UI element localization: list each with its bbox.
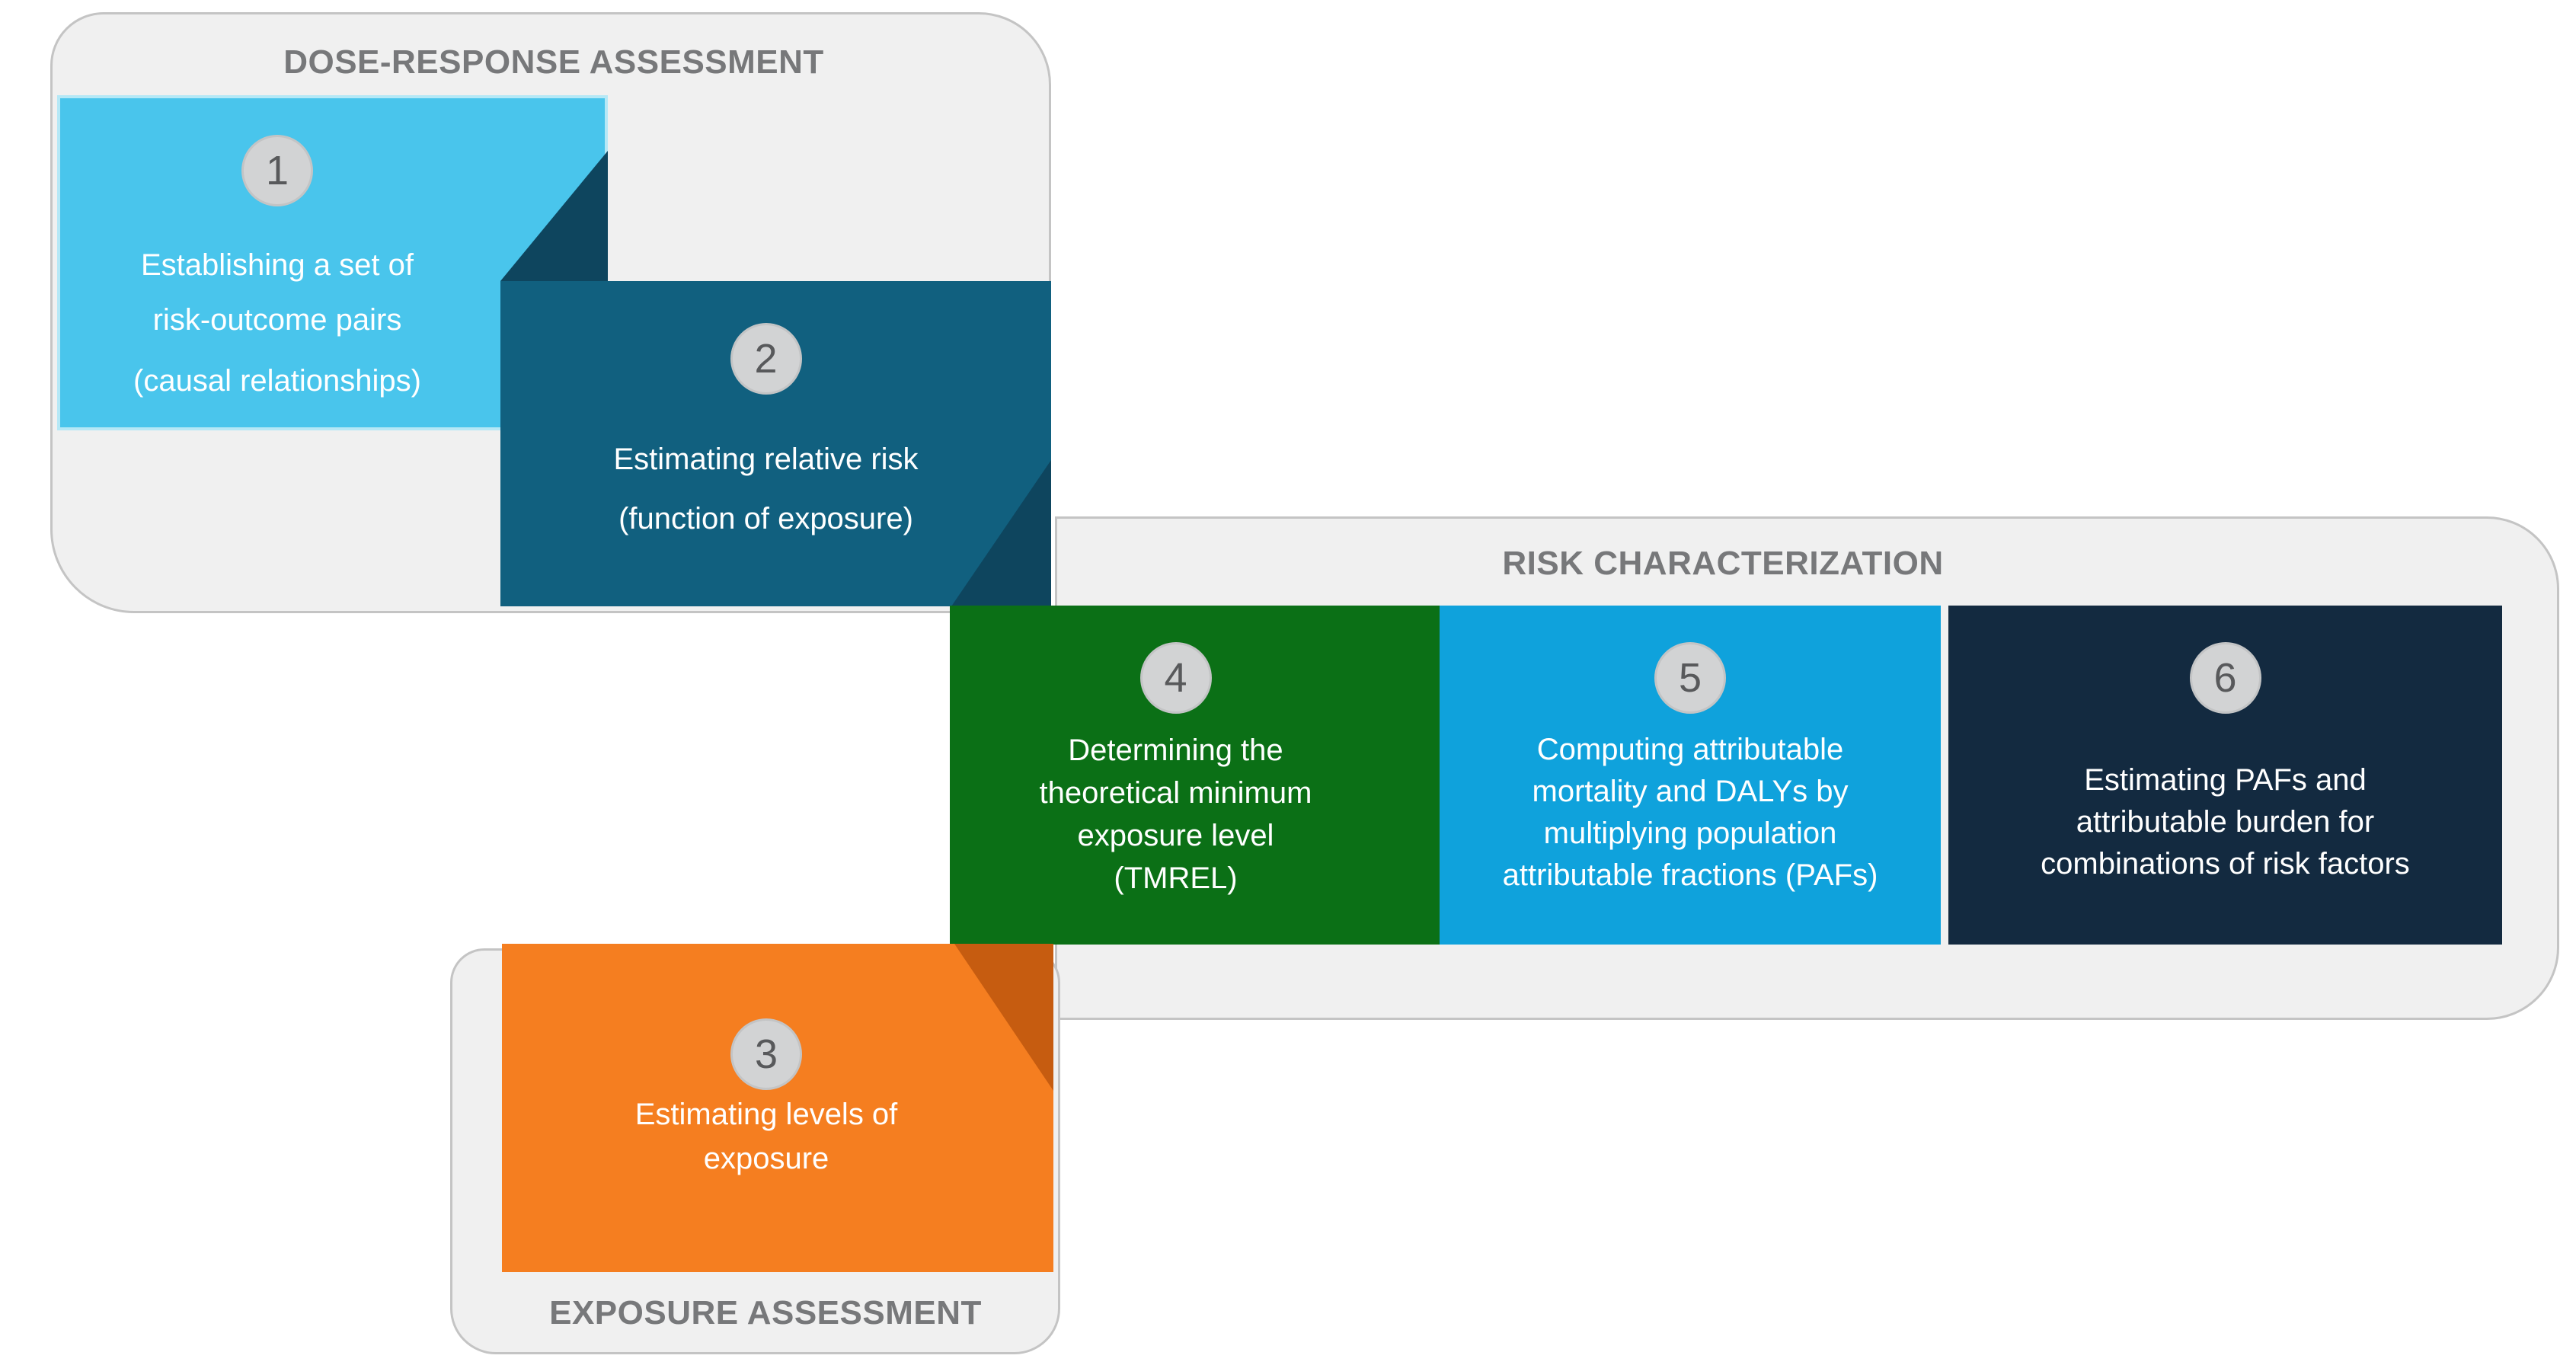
step-box-6-paf-combinations: 6 Estimating PAFs and attributable burde… bbox=[1948, 606, 2502, 945]
step-box-3-levels-of-exposure: 3 Estimating levels of exposure bbox=[502, 944, 1053, 1272]
dose-response-assessment-title: DOSE-RESPONSE ASSESSMENT bbox=[283, 43, 824, 81]
step-box-5-attributable-mortality: 5 Computing attributable mortality and D… bbox=[1440, 606, 1941, 945]
step-box-2-relative-risk: 2 Estimating relative risk (function of … bbox=[500, 281, 1051, 606]
step-text-2: Estimating relative risk (function of ex… bbox=[613, 443, 919, 535]
risk-characterization-title: RISK CHARACTERIZATION bbox=[1502, 545, 1944, 582]
step-text-6: Estimating PAFs and attributable burden … bbox=[2041, 763, 2410, 881]
exposure-assessment-title: EXPOSURE ASSESSMENT bbox=[549, 1294, 982, 1331]
step-text-4: Determining the theoretical minimum expo… bbox=[1039, 734, 1312, 895]
step-box-4-tmrel: 4 Determining the theoretical minimum ex… bbox=[950, 606, 1440, 945]
step-text-5: Computing attributable mortality and DAL… bbox=[1502, 733, 1878, 892]
step-number-badge-1: 1 bbox=[241, 135, 313, 206]
step-text-3: Estimating levels of exposure bbox=[634, 1098, 898, 1175]
step-number-badge-4: 4 bbox=[1139, 642, 1212, 714]
step-number-badge-3: 3 bbox=[730, 1018, 802, 1090]
step-number-badge-2: 2 bbox=[730, 323, 802, 395]
step-number-badge-5: 5 bbox=[1654, 642, 1726, 714]
step-number-badge-6: 6 bbox=[2189, 642, 2261, 714]
step-text-1: Establishing a set of risk-outcome pairs… bbox=[133, 248, 421, 398]
